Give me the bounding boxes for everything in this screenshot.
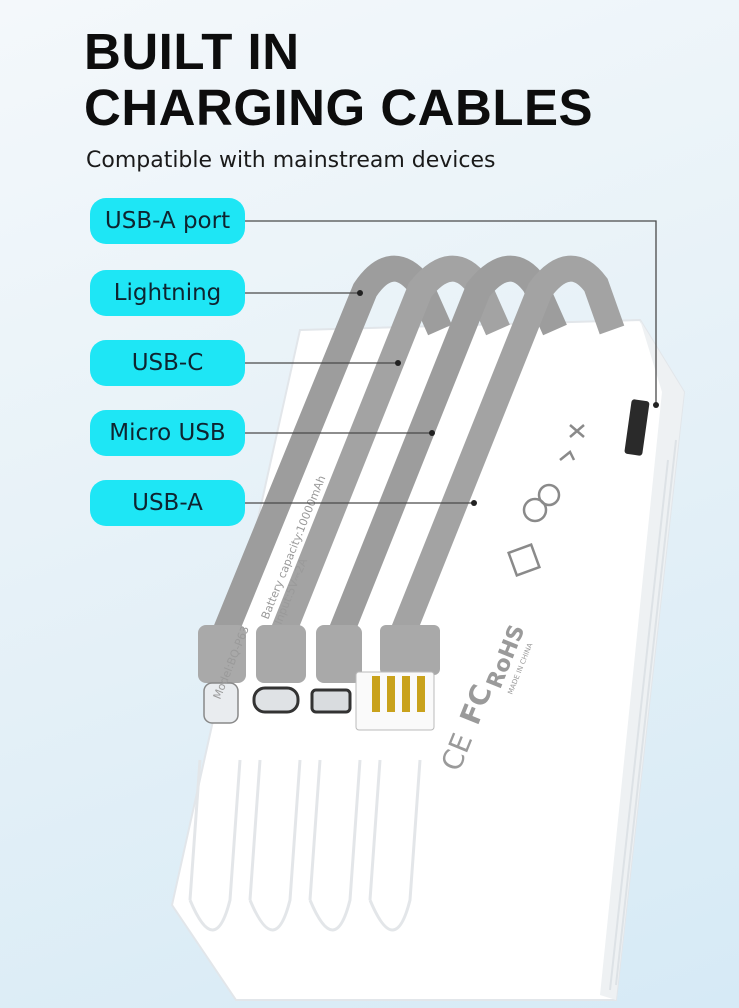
usb-a-port — [624, 399, 650, 456]
cable-slots — [188, 759, 422, 932]
side-ridges — [609, 439, 677, 991]
usb-a-connector — [355, 625, 440, 731]
tidy-man-icon — [559, 450, 576, 461]
power-bank-side — [600, 320, 684, 1000]
title-line-2: CHARGING CABLES — [84, 79, 594, 136]
usb-c-connector — [252, 625, 306, 714]
double-insulation-icon — [507, 543, 541, 577]
page-title: BUILT IN CHARGING CABLES — [84, 24, 593, 136]
lightning-connector — [198, 625, 246, 724]
title-line-1: BUILT IN — [84, 23, 300, 80]
subtitle: Compatible with mainstream devices — [86, 148, 496, 173]
micro-usb-connector — [310, 625, 362, 714]
label-micro-usb: Micro USB — [90, 410, 245, 456]
usb-a-cable — [387, 255, 625, 645]
weee-bin-icon — [569, 424, 585, 438]
leader-dots — [357, 290, 659, 506]
compliance-icons — [507, 424, 585, 577]
leader-lines — [245, 220, 657, 504]
label-usb-a: USB-A — [90, 480, 245, 526]
label-usb-c: USB-C — [90, 340, 245, 386]
green-dot-icon — [537, 483, 561, 507]
recycle-icon — [522, 497, 548, 523]
label-usb-a-port: USB-A port — [90, 198, 245, 244]
label-lightning: Lightning — [90, 270, 245, 316]
